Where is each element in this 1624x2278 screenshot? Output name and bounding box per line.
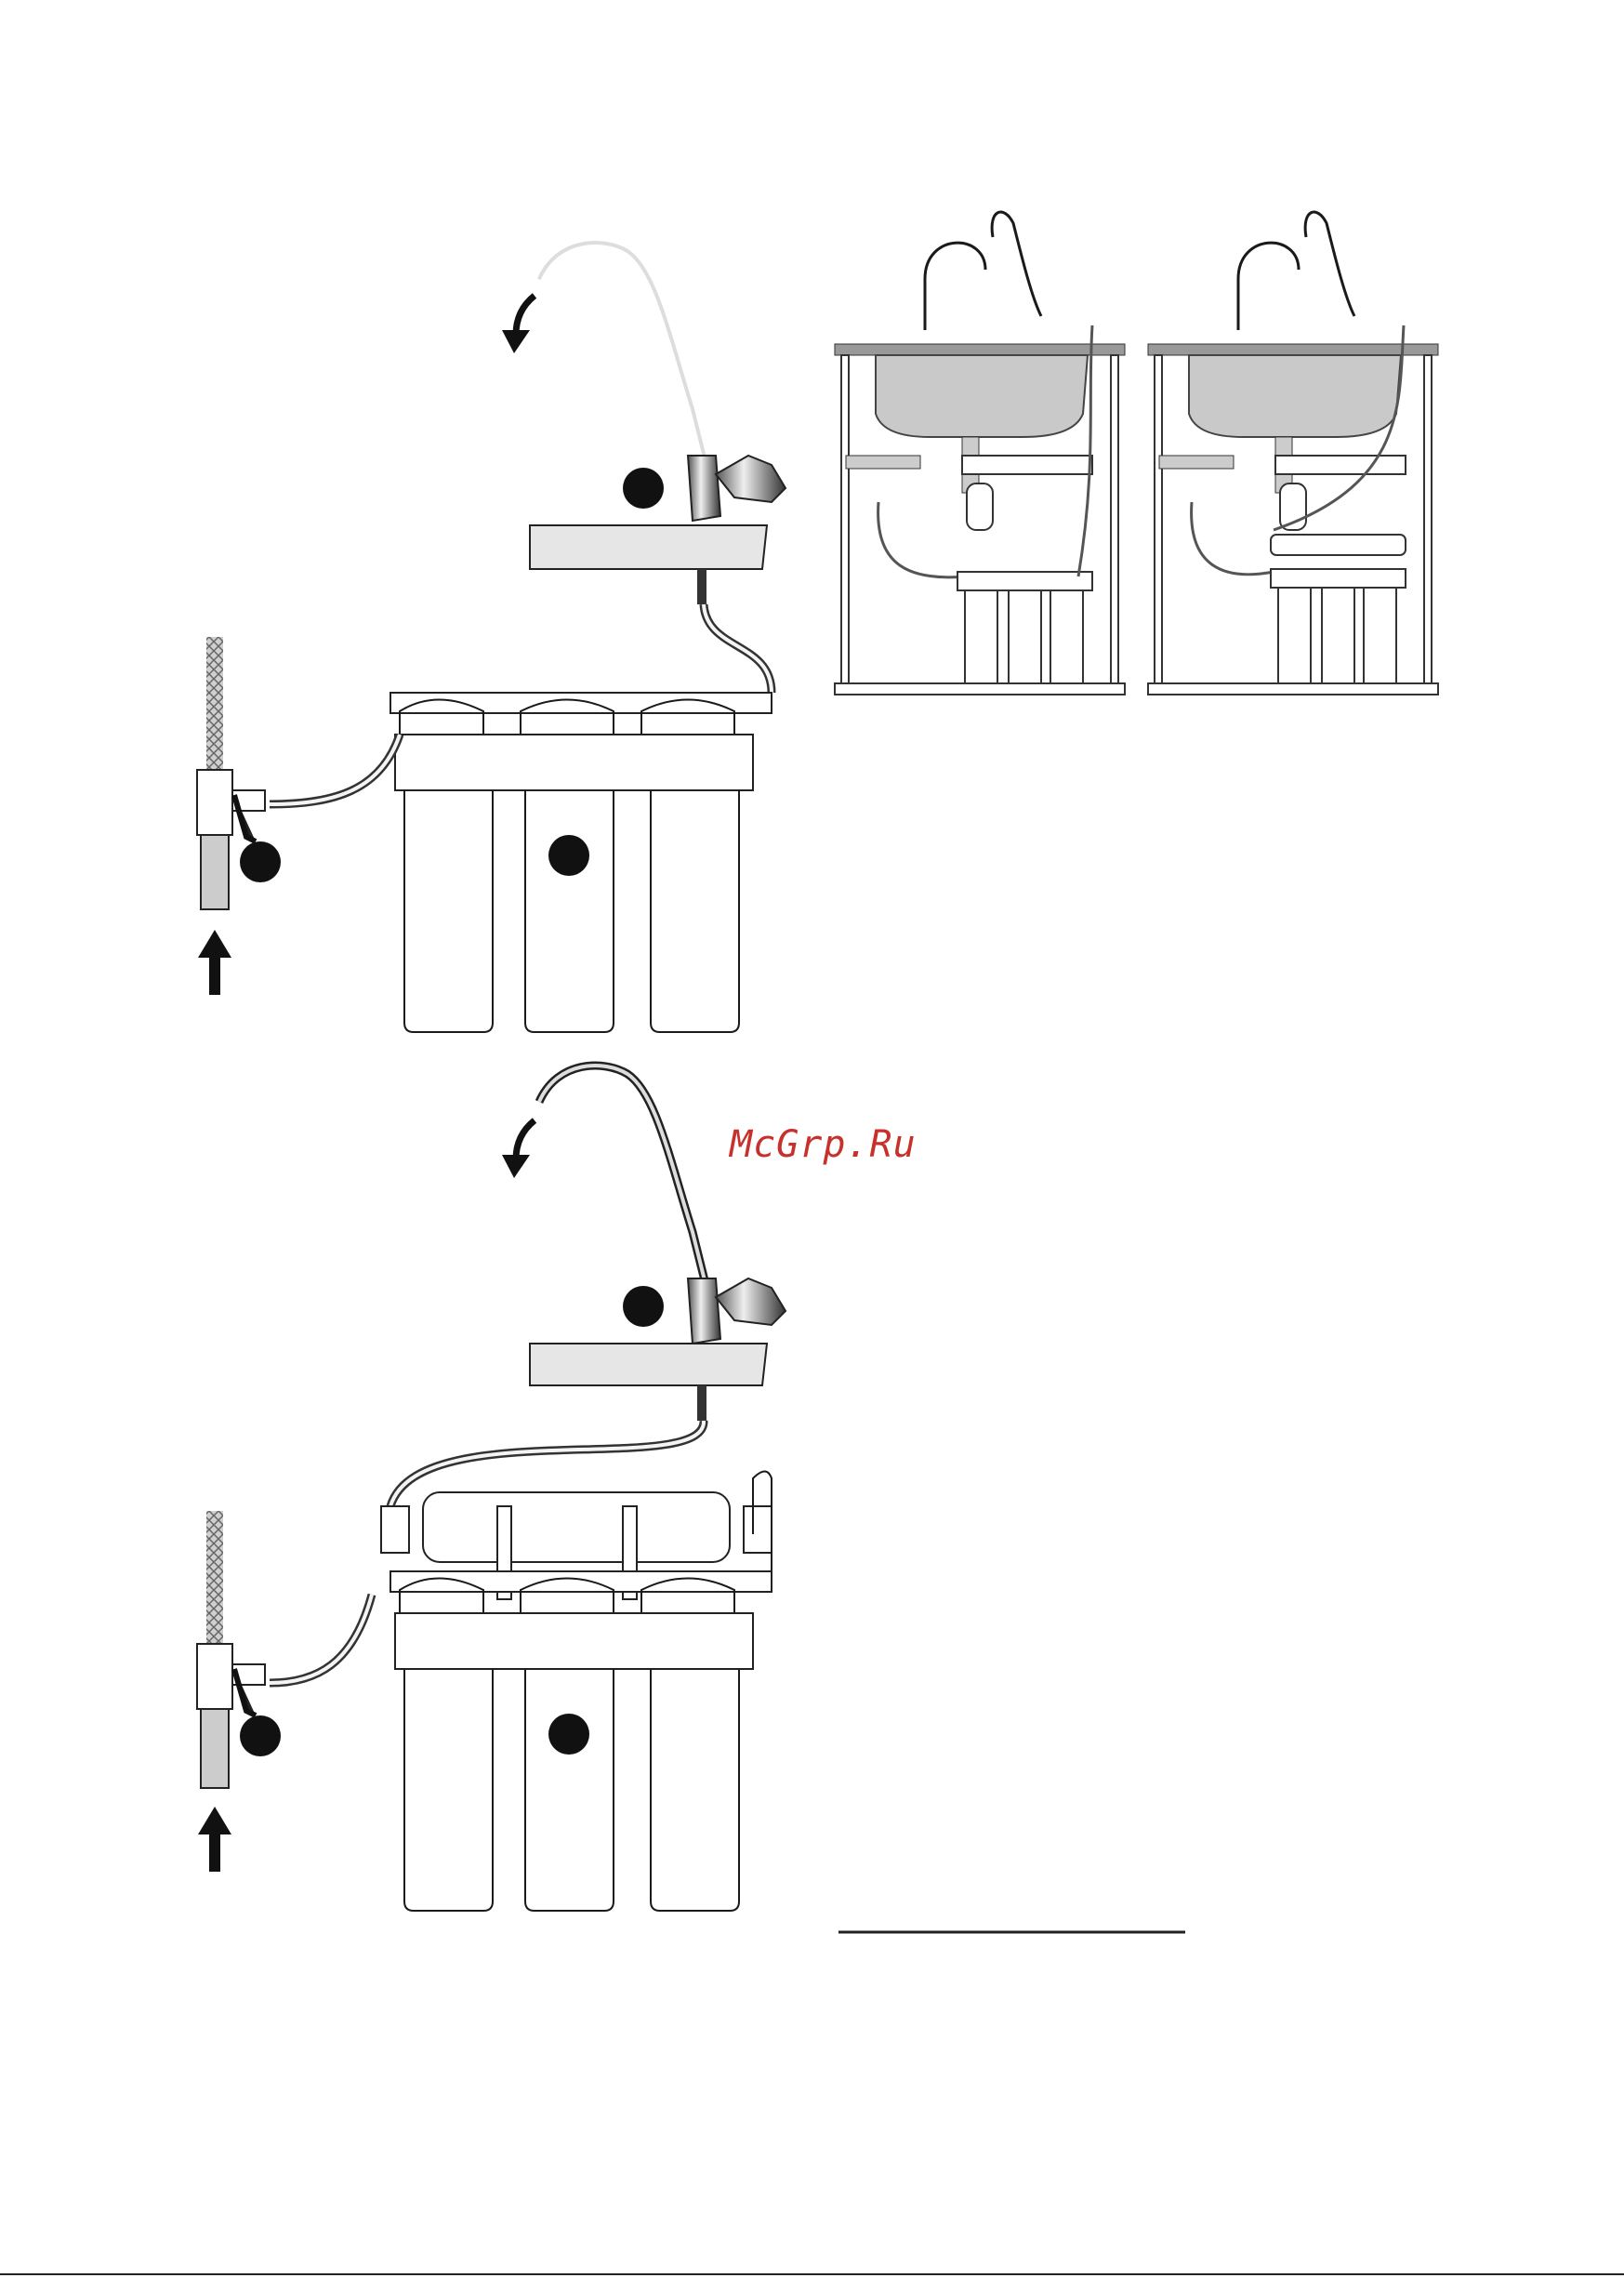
flow-arrow-icon: [516, 296, 535, 335]
sink-cabinet-a: [835, 212, 1125, 695]
countertop-bottom: [530, 1344, 767, 1385]
callout-circle-valve-bottom: [240, 1715, 281, 1756]
flow-arrow-icon: [516, 1120, 535, 1159]
supply-hose-braided: [206, 637, 223, 772]
tee-valve: [197, 770, 232, 835]
faucet-lever: [716, 456, 786, 502]
callout-circle-filter: [548, 835, 589, 876]
figure-top: [197, 243, 786, 1032]
callout-circle-faucet-bottom: [623, 1286, 664, 1327]
sink-cabinet-b: [1148, 212, 1438, 695]
callout-circle-valve: [240, 841, 281, 882]
faucet-body: [688, 456, 720, 521]
faucet-spout: [539, 243, 706, 465]
faucet-stem: [697, 569, 706, 604]
callout-circle-filter-bottom: [548, 1714, 589, 1755]
faucet-body-bottom: [688, 1278, 720, 1344]
faucet-lever-bottom: [716, 1278, 786, 1325]
supply-pipe: [201, 835, 229, 909]
supply-hose-braided-bottom: [206, 1511, 223, 1646]
figure-bottom: [197, 1066, 786, 1911]
filter-unit-bottom: [390, 1571, 772, 1911]
filter-unit-top: [390, 693, 772, 1032]
inflow-arrow-icon: [198, 1807, 231, 1872]
faucet-spout-bottom: [539, 1066, 706, 1288]
callout-circle-faucet: [623, 468, 664, 509]
tee-valve-bottom: [197, 1644, 232, 1709]
countertop-top: [530, 525, 767, 569]
inflow-arrow-icon: [198, 930, 231, 995]
